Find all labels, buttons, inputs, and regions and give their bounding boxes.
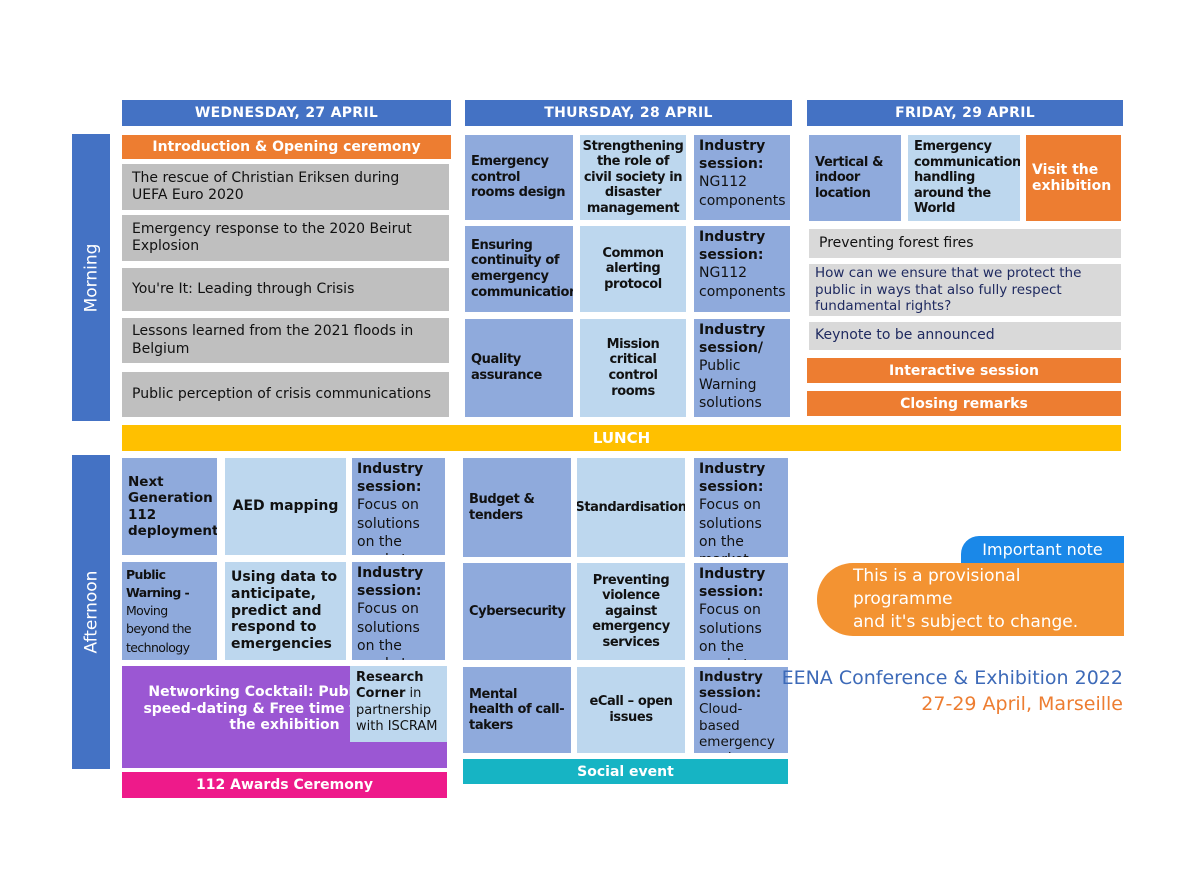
morning-label: Morning (72, 134, 110, 421)
session-standardisation: Standardisation (577, 458, 685, 557)
session-leading-crisis: You're It: Leading through Crisis (122, 268, 449, 311)
interactive-session: Interactive session (807, 358, 1121, 383)
industry-session-wed-1: Industry session:Focus on solutions on t… (352, 458, 445, 555)
industry-session-thu-1: Industry session:Focus on solutions on t… (694, 458, 788, 557)
important-note-tab: Important note (961, 536, 1124, 563)
opening-ceremony: Introduction & Opening ceremony (122, 135, 451, 159)
session-preventing-violence: Preventing violence against emergency se… (577, 563, 685, 660)
session-beirut: Emergency response to the 2020 Beirut Ex… (122, 215, 449, 261)
session-public-warning: Public Warning - Moving beyond the techn… (122, 562, 217, 660)
industry-session-wed-2: Industry session:Focus on solutions on t… (352, 562, 445, 660)
conference-title: EENA Conference & Exhibition 2022 (781, 667, 1123, 689)
session-mental-health: Mental health of call-takers (463, 667, 571, 753)
lunch-bar: LUNCH (122, 425, 1121, 451)
session-indoor-location: Vertical & indoor location (809, 135, 901, 221)
industry-session-thu-3: Industry session:Cloud-based emergency s… (694, 667, 788, 753)
session-budget-tenders: Budget & tenders (463, 458, 571, 557)
research-corner: Research Corner in partnership with ISCR… (350, 666, 447, 742)
session-next-gen-112: Next Generation 112 deployments (122, 458, 217, 555)
session-forest-fires: Preventing forest fires (809, 229, 1121, 258)
session-alerting-protocol: Common alerting protocol (580, 226, 686, 312)
session-keynote: Keynote to be announced (809, 322, 1121, 350)
industry-session-ng112-2: Industry session:NG112 components (694, 226, 790, 312)
social-event: Social event (463, 759, 788, 784)
session-fundamental-rights: How can we ensure that we protect the pu… (809, 264, 1121, 316)
session-using-data: Using data to anticipate, predict and re… (225, 562, 346, 660)
session-ecall: eCall – open issues (577, 667, 685, 753)
day-header-wednesday: WEDNESDAY, 27 APRIL (122, 100, 451, 126)
session-control-rooms-design: Emergency control rooms design (465, 135, 573, 220)
industry-session-ng112-1: Industry session:NG112 components (694, 135, 790, 220)
session-comms-around-world: Emergency communications handling around… (908, 135, 1020, 221)
industry-session-thu-2: Industry session:Focus on solutions on t… (694, 563, 788, 660)
awards-ceremony: 112 Awards Ceremony (122, 772, 447, 798)
day-header-friday: FRIDAY, 29 APRIL (807, 100, 1123, 126)
day-header-thursday: THURSDAY, 28 APRIL (465, 100, 792, 126)
afternoon-label: Afternoon (72, 455, 110, 769)
session-cybersecurity: Cybersecurity (463, 563, 571, 660)
session-floods-belgium: Lessons learned from the 2021 floods in … (122, 318, 449, 363)
session-aed-mapping: AED mapping (225, 458, 346, 555)
closing-remarks: Closing remarks (807, 391, 1121, 416)
session-quality-assurance: Quality assurance (465, 319, 573, 417)
session-civil-society: Strengthening the role of civil society … (580, 135, 686, 220)
session-crisis-communications: Public perception of crisis communicatio… (122, 372, 449, 417)
industry-session-public-warning: Industry session/Public Warning solution… (694, 319, 790, 417)
visit-exhibition: Visit the exhibition (1026, 135, 1121, 221)
session-eriksen: The rescue of Christian Eriksen during U… (122, 164, 449, 210)
session-mission-critical: Mission critical control rooms (580, 319, 686, 417)
conference-dates: 27-29 April, Marseille (921, 693, 1123, 715)
session-continuity: Ensuring continuity of emergency communi… (465, 226, 573, 312)
